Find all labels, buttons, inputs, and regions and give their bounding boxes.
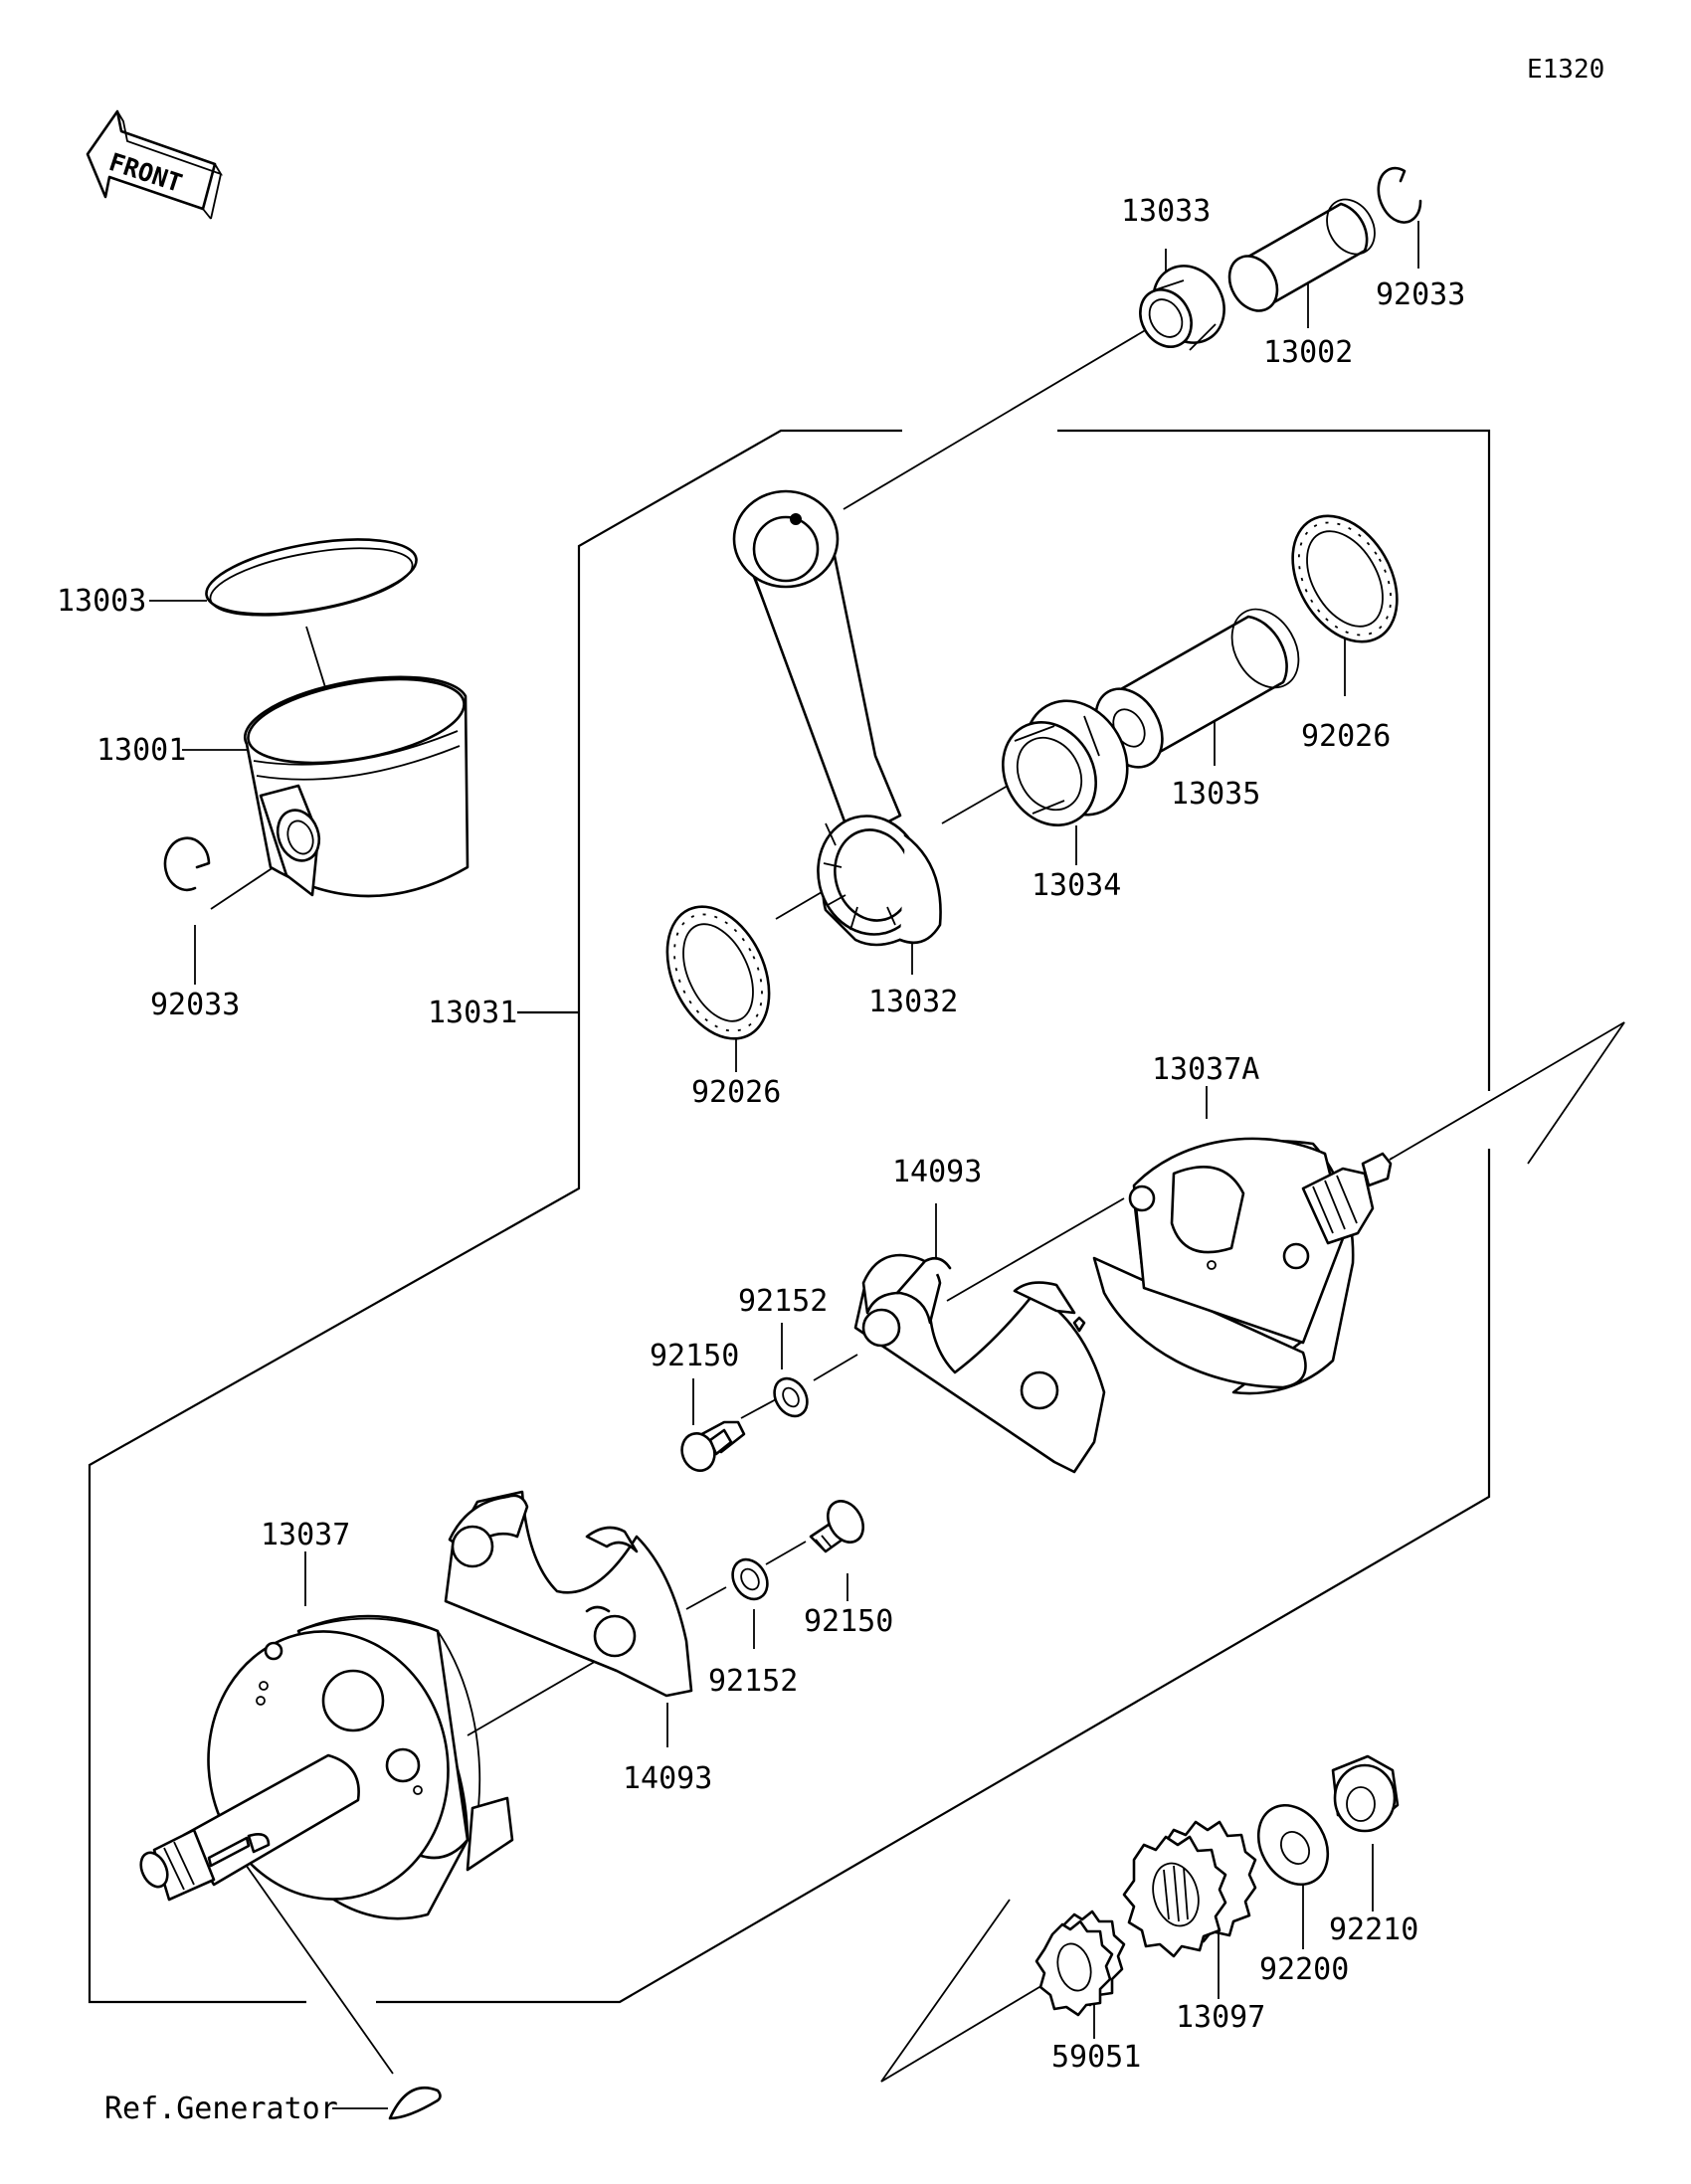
piston-ring-13003 (205, 538, 418, 617)
label-92200: 92200 (1259, 1952, 1349, 1987)
gear-13097 (1122, 1820, 1257, 1958)
washer-92200 (1256, 1803, 1330, 1887)
small-end-bearing-13033 (1139, 265, 1225, 351)
label-92150-bottom: 92150 (804, 1604, 893, 1639)
washer-92152-bottom (731, 1557, 769, 1601)
assembly-frame (88, 429, 1491, 2004)
label-13032: 13032 (868, 985, 958, 1019)
label-14093-top: 14093 (892, 1155, 982, 1189)
label-13001: 13001 (96, 733, 186, 768)
circlip-92033-left (163, 836, 211, 892)
label-92033-left: 92033 (150, 988, 240, 1022)
connecting-rod-13032 (732, 489, 942, 947)
label-14093-bottom: 14093 (623, 1761, 712, 1796)
label-13034: 13034 (1032, 868, 1121, 903)
thrust-washer-92026-left (665, 905, 771, 1040)
label-92210: 92210 (1329, 1912, 1418, 1947)
woodruff-key-icon (388, 2086, 442, 2120)
diagram-code: E1320 (1527, 55, 1604, 85)
counterweight-14093-top (853, 1253, 1106, 1474)
label-92033-top: 92033 (1376, 277, 1465, 312)
label-13037A: 13037A (1152, 1052, 1259, 1087)
bolt-92150-bottom (809, 1500, 864, 1553)
label-13033: 13033 (1121, 194, 1211, 229)
counterweight-14093-bottom (444, 1490, 693, 1698)
big-end-bearing-13034 (1001, 699, 1129, 826)
part-labels: 13033 92033 13002 13003 13001 92033 9202… (57, 194, 1465, 2126)
piston-pin-13002 (1227, 198, 1376, 312)
label-ref-generator: Ref.Generator (104, 2092, 338, 2126)
label-13002: 13002 (1263, 335, 1353, 370)
front-arrow-icon: FRONT (86, 109, 224, 220)
gear-59051 (1034, 1910, 1126, 2017)
crank-half-13037 (139, 1614, 514, 1920)
label-13003: 13003 (57, 584, 146, 619)
label-92152-top: 92152 (738, 1284, 828, 1319)
label-92026-left: 92026 (691, 1075, 781, 1110)
label-92152-bottom: 92152 (708, 1664, 798, 1699)
piston-13001 (243, 675, 470, 898)
label-92026-right: 92026 (1301, 719, 1391, 754)
label-59051: 59051 (1051, 2040, 1141, 2075)
label-13035: 13035 (1171, 777, 1260, 812)
label-13097: 13097 (1176, 2000, 1265, 2035)
circlip-92033-top (1377, 166, 1422, 224)
crank-half-13037A (1092, 1137, 1393, 1395)
bolt-92150-top (680, 1420, 746, 1472)
label-92150-top: 92150 (650, 1339, 739, 1373)
label-13037: 13037 (261, 1518, 350, 1552)
washer-92152-top (773, 1376, 809, 1418)
flange-nut-92210 (1331, 1754, 1400, 1833)
thrust-washer-92026-right (1291, 514, 1399, 643)
label-13031: 13031 (428, 996, 517, 1030)
axis-break-lines (880, 1021, 1625, 2083)
